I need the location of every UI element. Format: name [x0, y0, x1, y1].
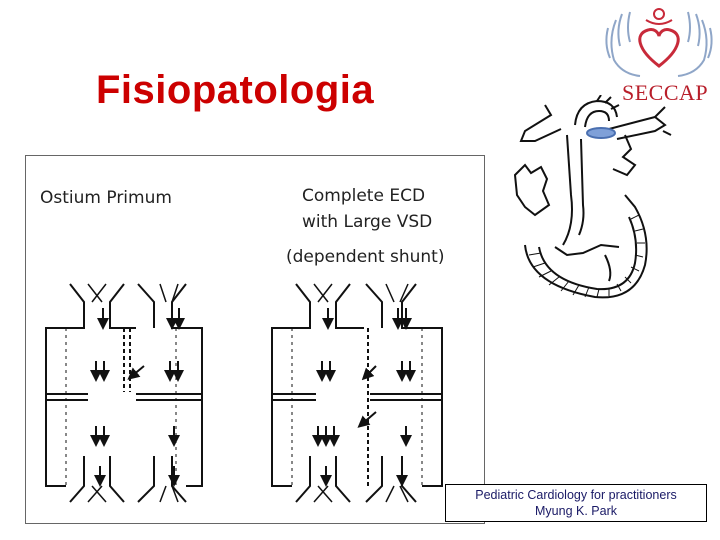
complete-ecd-label-line2: with Large VSD [302, 212, 433, 232]
ostium-primum-label: Ostium Primum [40, 188, 172, 208]
slide-title: Fisiopatologia [96, 68, 375, 112]
complete-ecd-diagram [271, 283, 443, 503]
complete-ecd-label-line3: (dependent shunt) [286, 247, 445, 267]
citation-box: Pediatric Cardiology for practitioners M… [445, 484, 707, 522]
citation-author: Myung K. Park [535, 504, 617, 518]
logo-text: SECCAP [622, 80, 709, 105]
ostium-primum-diagram [45, 283, 203, 503]
complete-ecd-arrows [312, 308, 416, 487]
citation-title: Pediatric Cardiology for practitioners [475, 488, 677, 502]
shunt-diagram-panel: Ostium Primum Complete ECD with Large VS… [25, 155, 485, 524]
complete-ecd-label-line1: Complete ECD [302, 186, 426, 206]
ostium-primum-arrows [90, 308, 185, 487]
heart-anatomy-illustration [513, 95, 672, 299]
seccap-logo [598, 0, 720, 110]
hands-heart-icon [605, 8, 713, 77]
shunt-flow-diagrams [45, 283, 443, 503]
